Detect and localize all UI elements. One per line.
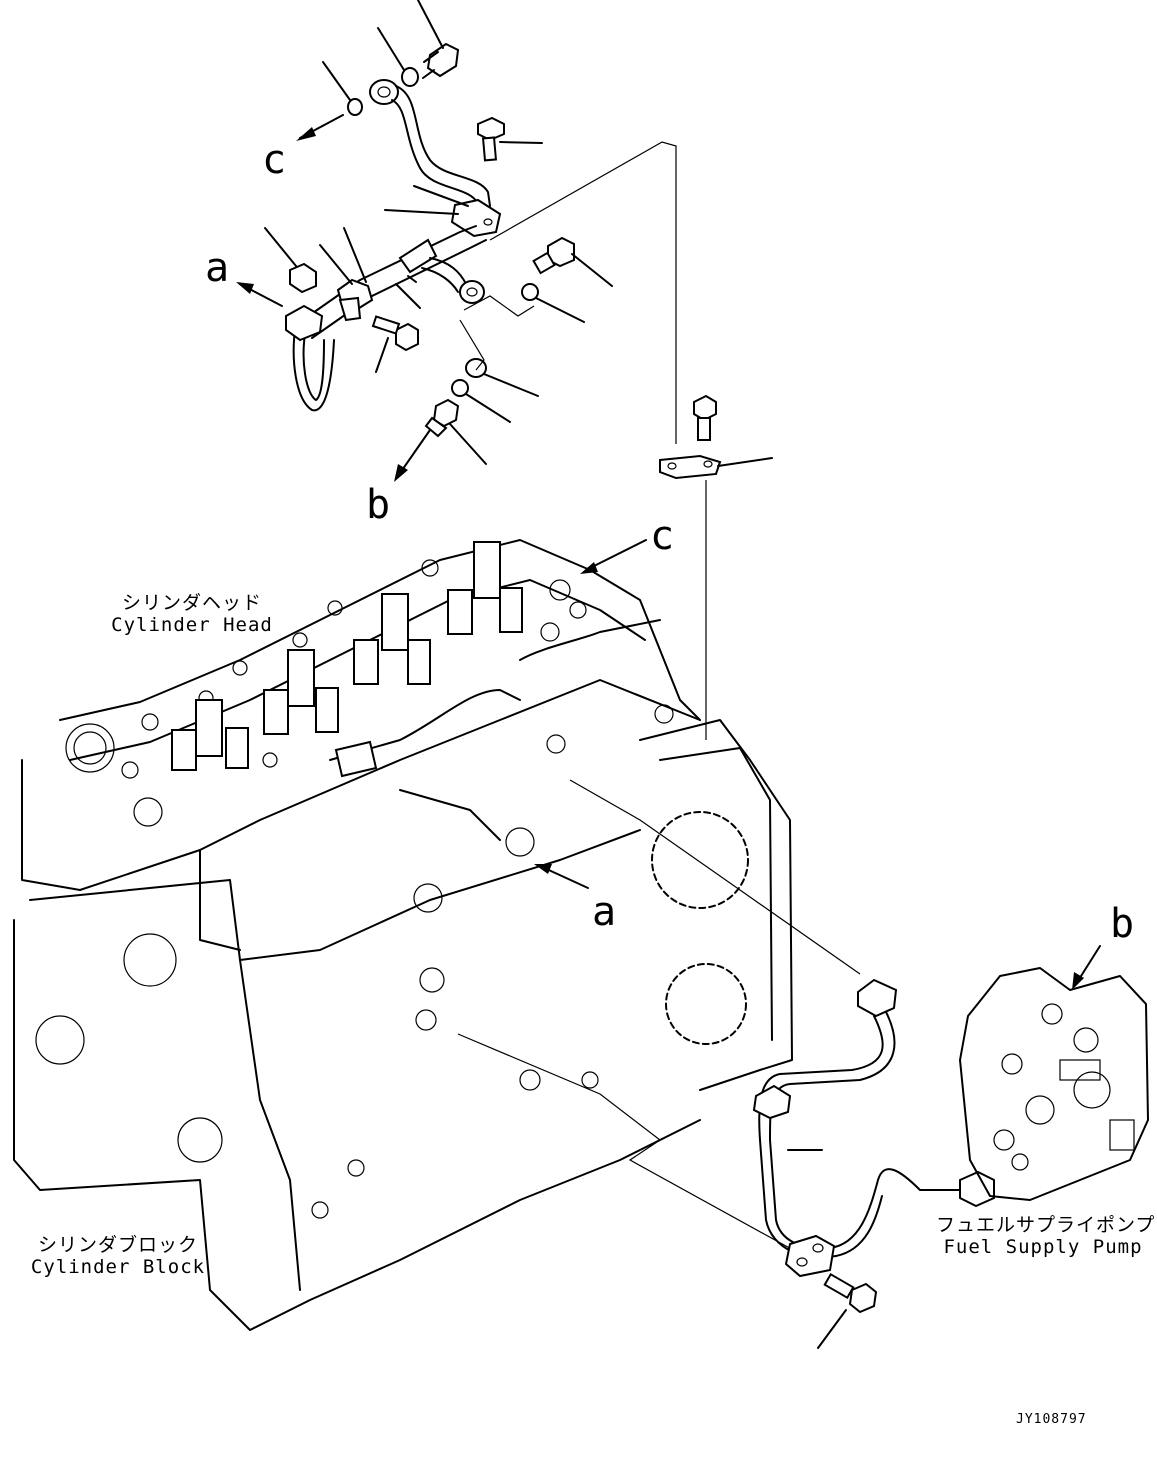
fuel-pump-label-en: Fuel Supply Pump [943,1236,1143,1258]
washer-c [347,98,363,116]
fuel-pipe-assembly [752,978,995,1349]
cylinder-block-label: シリンダブロック Cylinder Block [24,1234,212,1278]
fuel-manifold-assembly [236,0,677,482]
cylinder-head-label-en: Cylinder Head [111,614,273,636]
callout-b-top: b [366,482,391,528]
arrow-a-block [534,864,552,874]
callout-c-head: c [650,513,675,559]
fuel-pump-label: フュエルサプライポンプ Fuel Supply Pump [936,1214,1156,1258]
arrow-c-head [580,562,598,574]
arrow-a-top [236,282,254,294]
cylinder-block-label-en: Cylinder Block [30,1256,206,1278]
fuel-pump-label-jp: フュエルサプライポンプ [936,1214,1156,1236]
washer-top [401,67,419,87]
fuel-supply-pump [959,945,1149,1201]
callout-a-top: a [205,245,230,291]
callout-b-pump: b [1110,901,1135,947]
callout-a-block: a [592,889,617,935]
arrow-b-top [394,464,408,482]
arrow-b-pump [1072,972,1084,990]
bracket-assembly [659,394,773,740]
cylinder-block-label-jp: シリンダブロック [37,1234,198,1256]
engine-outline [13,539,861,1331]
drawing-code: JY108797 [1016,1412,1087,1427]
cylinder-head-label: シリンダヘッド Cylinder Head [106,592,278,636]
cylinder-head-label-jp: シリンダヘッド [121,592,262,614]
arrow-c-top [296,127,316,141]
callout-c-top: c [262,137,287,183]
banjo-bolt-top [417,0,460,79]
